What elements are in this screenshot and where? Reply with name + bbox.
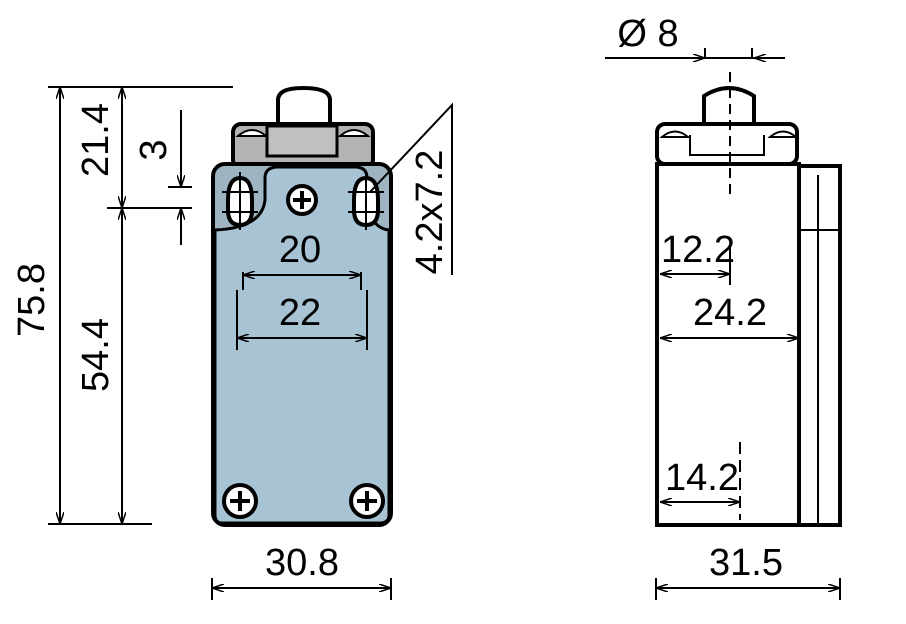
side-flap [797,164,842,527]
dim-lower-offset: 14.2 [665,457,739,499]
dim-slot-offset: 3 [133,139,175,160]
side-view: Ø 8 12.2 24.2 14.2 31.5 [605,13,842,600]
mounting-slot-left [222,172,258,230]
dim-outer-spacing: 22 [279,292,321,334]
dim-body-depth: 24.2 [693,292,767,334]
dim-lower-height: 54.4 [75,318,117,392]
front-view: 75.8 21.4 54.4 3 4.2x7.2 20 22 30.8 [11,85,453,600]
dim-plunger-diameter: Ø 8 [617,13,678,55]
screw-top [286,184,318,216]
dim-plunger-offset: 12.2 [661,229,735,271]
dim-upper-height: 21.4 [75,103,117,177]
dim-overall-height: 75.8 [11,263,53,337]
screw-bottom-left [222,483,258,519]
dim-side-width: 31.5 [709,542,783,584]
dim-front-width: 30.8 [265,542,339,584]
plunger-base [265,124,339,158]
dim-inner-spacing: 20 [279,229,321,271]
screw-bottom-right [349,483,385,519]
dim-slot-size: 4.2x7.2 [409,150,451,275]
side-top-cap [655,122,799,166]
side-body [655,162,801,527]
plunger [276,85,332,127]
